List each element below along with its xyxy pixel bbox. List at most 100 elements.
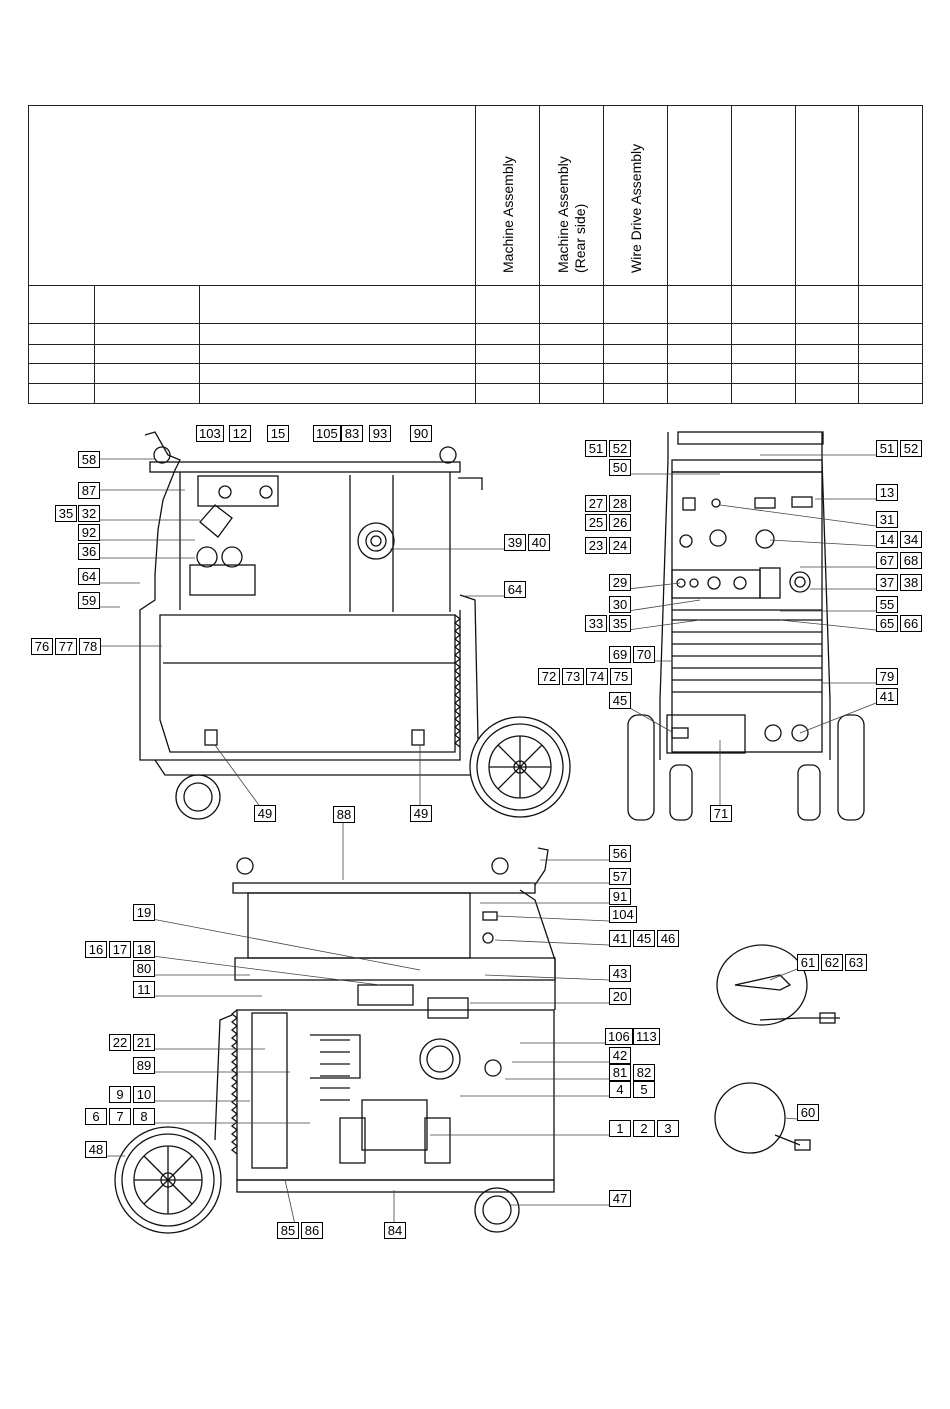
callout-label: 86 [301,1222,323,1239]
callout-label: 91 [609,888,631,905]
callout-label: 67 [876,552,898,569]
callout-label: 36 [78,543,100,560]
callout-label: 39 [504,534,526,551]
callout-label: 89 [133,1057,155,1074]
callout-label: 24 [609,537,631,554]
callout-label: 34 [900,531,922,548]
callout-label: 38 [900,574,922,591]
callout-label: 80 [133,960,155,977]
callout-label: 37 [876,574,898,591]
callout-label: 51 [876,440,898,457]
callout-label: 23 [585,537,607,554]
callout-label: 76 [31,638,53,655]
callout-label: 14 [876,531,898,548]
callout-label: 113 [633,1028,660,1045]
callout-label: 85 [277,1222,299,1239]
leader-lines [97,454,877,1230]
front-view-drawing [627,431,865,821]
callout-label: 40 [528,534,550,551]
callout-label: 87 [78,482,100,499]
callout-label: 10 [133,1086,155,1103]
callout-label: 27 [585,495,607,512]
callout-label: 51 [585,440,607,457]
callout-label: 52 [900,440,922,457]
callout-label: 78 [79,638,101,655]
callout-label: 35 [55,505,77,522]
callout-label: 66 [900,615,922,632]
callout-label: 81 [609,1064,631,1081]
callout-label: 4 [609,1081,631,1098]
callout-label: 3 [657,1120,679,1137]
callout-label: 11 [133,981,155,998]
side-view-drawing [139,431,571,820]
callout-label: 43 [609,965,631,982]
callout-label: 50 [609,459,631,476]
callout-label: 104 [609,906,637,923]
callout-label: 25 [585,514,607,531]
callout-label: 49 [410,805,432,822]
callout-label: 77 [55,638,77,655]
callout-label: 68 [900,552,922,569]
callout-label: 22 [109,1034,131,1051]
callout-label: 1 [609,1120,631,1137]
callout-label: 103 [196,425,224,442]
callout-label: 26 [609,514,631,531]
callout-label: 2 [633,1120,655,1137]
callout-label: 17 [109,941,131,958]
callout-label: 32 [78,505,100,522]
callout-label: 29 [609,574,631,591]
callout-label: 83 [341,425,363,442]
callout-label: 88 [333,806,355,823]
callout-label: 6 [85,1108,107,1125]
callout-label: 82 [633,1064,655,1081]
callout-label: 70 [633,646,655,663]
callout-label: 19 [133,904,155,921]
callout-label: 46 [657,930,679,947]
callout-label: 47 [609,1190,631,1207]
callout-label: 16 [85,941,107,958]
callout-label: 21 [133,1034,155,1051]
callout-label: 90 [410,425,432,442]
callout-label: 105 [313,425,341,442]
callout-label: 12 [229,425,251,442]
callout-label: 75 [610,668,632,685]
callout-label: 9 [109,1086,131,1103]
callout-label: 41 [876,688,898,705]
callout-label: 55 [876,596,898,613]
callout-label: 33 [585,615,607,632]
callout-label: 84 [384,1222,406,1239]
callout-label: 58 [78,451,100,468]
callout-label: 59 [78,592,100,609]
callout-label: 57 [609,868,631,885]
callout-label: 64 [504,581,526,598]
callout-label: 92 [78,524,100,541]
callout-label: 64 [78,568,100,585]
callout-label: 79 [876,668,898,685]
callout-label: 106 [605,1028,633,1045]
callout-label: 62 [821,954,843,971]
accessories-drawing [714,944,840,1154]
callout-label: 30 [609,596,631,613]
callout-label: 15 [267,425,289,442]
callout-label: 13 [876,484,898,501]
callout-label: 73 [562,668,584,685]
callout-label: 48 [85,1141,107,1158]
callout-label: 28 [609,495,631,512]
callout-label: 35 [609,615,631,632]
callout-label: 18 [133,941,155,958]
callout-label: 72 [538,668,560,685]
callout-label: 45 [633,930,655,947]
callout-label: 31 [876,511,898,528]
callout-label: 65 [876,615,898,632]
callout-label: 74 [586,668,608,685]
callout-label: 49 [254,805,276,822]
callout-label: 7 [109,1108,131,1125]
callout-label: 20 [609,988,631,1005]
callout-label: 61 [797,954,819,971]
callout-label: 52 [609,440,631,457]
callout-label: 45 [609,692,631,709]
callout-label: 8 [133,1108,155,1125]
callout-label: 41 [609,930,631,947]
rear-view-drawing [114,847,556,1234]
